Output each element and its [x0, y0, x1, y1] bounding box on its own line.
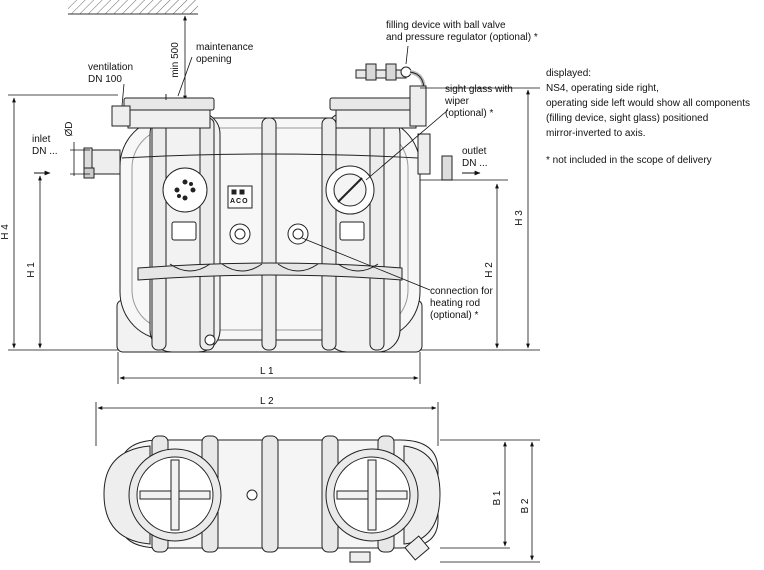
- side-plates: [171, 221, 365, 346]
- filling-device-label-1: filling device with ball valve: [386, 20, 506, 31]
- outlet-label-1: outlet: [462, 146, 487, 157]
- maintenance-label-2: opening: [196, 54, 232, 65]
- ventilation-label-1: ventilation: [88, 62, 134, 73]
- sight-glass-label-1: sight glass with: [445, 84, 513, 95]
- dimension-lines-top: [95, 402, 540, 563]
- sight-glass-label-3: (optional) *: [445, 108, 494, 119]
- min-500-label: min 500: [170, 42, 181, 78]
- top-center-port: [246, 489, 258, 501]
- inlet-label-2: DN ...: [32, 146, 58, 157]
- notes-footnote: * not included in the scope of delivery: [546, 155, 712, 166]
- od-label: ØD: [64, 121, 75, 137]
- filling-device-label-2: and pressure regulator (optional) *: [386, 32, 538, 43]
- ventilation-pipe: [111, 105, 131, 127]
- inlet-pipe: [83, 147, 121, 179]
- aco-logo: ACO: [230, 198, 249, 205]
- notes-line-4: mirror-inverted to axis.: [546, 128, 646, 139]
- heating-rod-label-1: connection for: [430, 286, 493, 297]
- sight-glass-label-2: wiper: [445, 96, 469, 107]
- dim-b1: B 1: [492, 490, 503, 506]
- dimension-lines-side: [8, 87, 540, 384]
- notes-displayed: displayed:: [546, 68, 592, 79]
- maintenance-label-1: maintenance: [196, 42, 254, 53]
- aco-logo-plate: [227, 185, 253, 209]
- top-right-cover: [325, 448, 419, 542]
- ceiling-hatch: [68, 0, 198, 15]
- ventilation-label-2: DN 100: [88, 74, 122, 85]
- dim-h3: H 3: [514, 210, 525, 226]
- inlet-label-1: inlet: [32, 134, 51, 145]
- heating-connections: [229, 223, 309, 245]
- heating-rod-label-2: heating rod: [430, 298, 481, 309]
- notes-block: displayed: NS4, operating side right, op…: [546, 66, 750, 168]
- right-shaft: [329, 97, 421, 129]
- top-left-cover: [128, 448, 222, 542]
- outlet-label-2: DN ...: [462, 158, 488, 169]
- dim-l2: L 2: [260, 396, 274, 407]
- dim-b2: B 2: [520, 498, 531, 514]
- notes-line-2: operating side left would show all compo…: [546, 98, 751, 109]
- tank-side-view: [116, 111, 423, 353]
- dim-h2: H 2: [484, 262, 495, 278]
- outlet-pipe: [417, 133, 453, 181]
- notes-line-3: (filling device, sight glass) positioned: [546, 113, 709, 124]
- leader-lines: [121, 45, 449, 291]
- od-dimension: [70, 142, 90, 176]
- dim-l1: L 1: [260, 366, 274, 377]
- dim-h4: H 4: [0, 224, 11, 240]
- sight-glass: [325, 165, 375, 215]
- dim-h1: H 1: [26, 262, 37, 278]
- left-shaft: [123, 94, 215, 129]
- filling-device: [355, 63, 427, 127]
- notes-line-1: NS4, operating side right,: [546, 83, 659, 94]
- top-outlet-stub: [349, 535, 430, 563]
- left-flange: [162, 167, 208, 213]
- heating-rod-label-3: (optional) *: [430, 310, 479, 321]
